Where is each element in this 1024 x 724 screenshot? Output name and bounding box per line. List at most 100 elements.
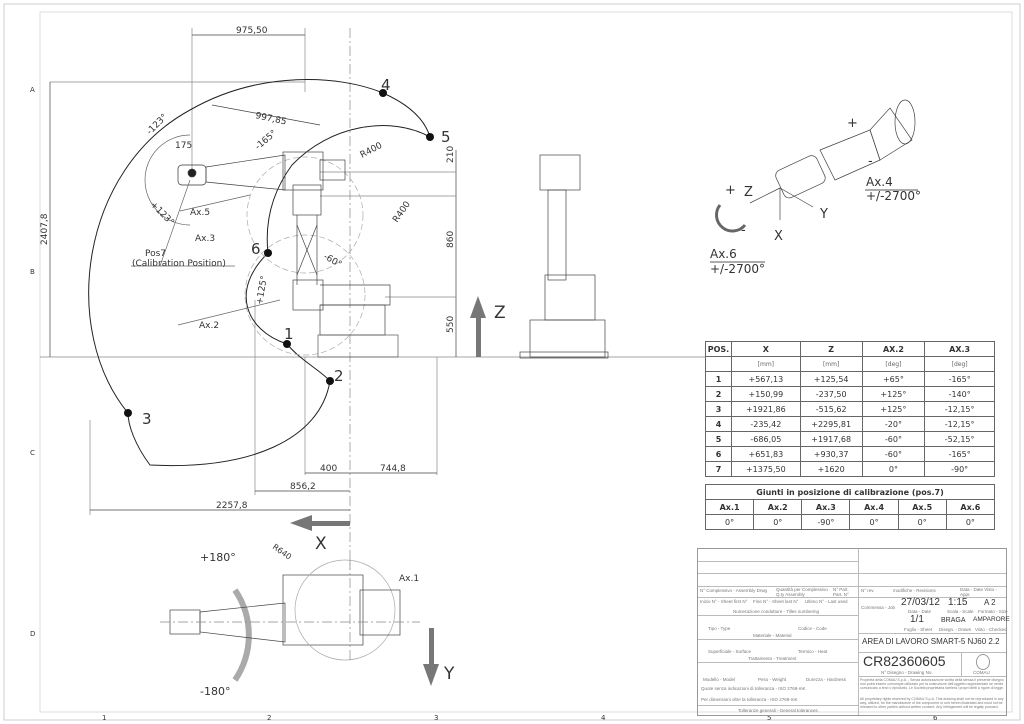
heat-label: Termico - Heat [798, 649, 828, 654]
point-label-2: 2 [334, 367, 344, 385]
table-row: 6+651,83+930,37-60°-165° [705, 446, 995, 462]
outer-frame [3, 3, 1021, 721]
calibration-table: Giunti in posizione di calibrazione (pos… [704, 484, 996, 530]
ax1-label: Ax.1 [399, 574, 419, 584]
table-cell: +1917,68 [799, 431, 863, 447]
wrist-z-label: Z [744, 185, 753, 200]
calibration-axis-value: 0° [849, 514, 899, 530]
dim-997 [211, 104, 321, 126]
position-number: 7 [705, 461, 732, 477]
table-cell: -90° [924, 461, 995, 477]
position-number: 5 [705, 431, 732, 447]
unit-cell: [deg] [924, 356, 995, 372]
wrist-x-label: X [774, 229, 783, 244]
comau-logo [976, 654, 990, 670]
last-used-label: Ultimo N° - Last used [805, 599, 848, 604]
dim-400-label: 400 [320, 464, 337, 474]
format-value: A 2 [984, 598, 996, 607]
table-cell: -165° [924, 446, 995, 462]
point-2 [326, 377, 334, 385]
point-5 [426, 133, 434, 141]
table-row: 3+1921,86-515,62+125°-12,15° [705, 401, 995, 417]
table-cell: +567,13 [730, 371, 801, 387]
dim-2257-label: 2257,8 [216, 501, 248, 511]
point-label-6: 6 [251, 240, 261, 258]
legal-notice-en: All proprietary rights reserved by COMAU… [860, 697, 1004, 709]
column-header: X [730, 341, 801, 357]
column-label: 4 [601, 714, 606, 722]
radius-label: R400 [391, 200, 413, 225]
column-label: 3 [434, 714, 438, 722]
position-number: 2 [705, 386, 732, 402]
calibration-axis-header: Ax.3 [801, 499, 851, 515]
table-cell: +651,83 [730, 446, 801, 462]
wrist-y-label: Y [819, 207, 828, 222]
dim-175-label: 175 [175, 141, 192, 151]
table-cell: +930,37 [799, 446, 863, 462]
job-label: Commessa - Job [861, 605, 896, 610]
table-cell: +2295,81 [799, 416, 863, 432]
dim-210-label: 210 [446, 146, 456, 163]
calibration-axis-value: -90° [801, 514, 851, 530]
sheet-first-label: Inizio N° - Sheet first N° [700, 599, 748, 604]
type-label: Tipo - Type [708, 626, 731, 631]
drawing-title: AREA DI LAVORO SMART-5 NJ60 2.2 [862, 637, 1000, 646]
scale-label: Scala - Scale [947, 609, 974, 614]
angle-label: -123° [145, 112, 170, 137]
sheet-label: Foglio - Sheet [904, 627, 933, 632]
angle-label: -60° [322, 252, 344, 270]
tolerance-note: Per dimensioni oltre la tolleranza - ISO… [701, 697, 798, 702]
column-header: POS. [705, 341, 732, 357]
table-cell: 0° [861, 461, 926, 477]
point-3 [124, 409, 132, 417]
hardness-label: Durezza - Hardness [806, 677, 847, 682]
top-view [160, 559, 420, 682]
ax5-label: Ax.5 [190, 208, 210, 218]
ax6-plus: + [725, 183, 736, 198]
position-number: 3 [705, 401, 732, 417]
calibration-title: Giunti in posizione di calibrazione (pos… [705, 484, 995, 500]
table-cell: +65° [861, 371, 926, 387]
radius-label: R400 [359, 141, 385, 161]
rev-no-label: N° rev. [861, 588, 875, 593]
date-label: Data - Date [908, 609, 932, 614]
calibration-axis-header: Ax.2 [753, 499, 803, 515]
format-label: Formato - Size [978, 609, 1008, 614]
checker-label: Visto - Checked [975, 627, 1007, 632]
revisions-label: modifiche - Revisions [893, 588, 936, 593]
row-label: B [30, 268, 35, 276]
logo-text: COMAU [973, 670, 990, 675]
position-number: 1 [705, 371, 732, 387]
r640-label: R640 [271, 542, 293, 561]
table-row: 4-235,42+2295,81-20°-12,15° [705, 416, 995, 432]
calibration-axis-value: 0° [704, 514, 755, 530]
table-cell: -60° [861, 446, 926, 462]
table-row: 5-686,05+1917,68-60°-52,15° [705, 431, 995, 447]
profile-view [519, 154, 609, 359]
point-label-5: 5 [441, 128, 451, 146]
position-number: 4 [705, 416, 732, 432]
table-cell: +125,54 [799, 371, 863, 387]
ax4-range: +/-2700° [866, 189, 921, 203]
table-cell: -12,15° [924, 416, 995, 432]
wrist-view [710, 99, 918, 263]
table-cell: +125° [861, 401, 926, 417]
table-cell: +125° [861, 386, 926, 402]
drawing-number-label: N° Disegno - Drawing No. [881, 670, 933, 675]
column-label: 6 [933, 714, 938, 722]
dim-975-label: 975,50 [236, 26, 268, 36]
position-number: 6 [705, 446, 732, 462]
assembly-label: N° Complessivo - Assembly Drwg [700, 588, 768, 593]
sheet-value: 1/1 [910, 614, 924, 625]
z-axis-label: Z [494, 303, 506, 323]
calibration-axis-value: 0° [753, 514, 803, 530]
table-cell: -235,42 [730, 416, 801, 432]
column-header: Z [799, 341, 863, 357]
positions-table: POS. X Z AX.2 AX.3 [mm] [mm] [deg] [deg]… [705, 341, 995, 477]
unit-cell: [deg] [861, 356, 926, 372]
ax3-label: Ax.3 [195, 234, 215, 244]
dim-2407-label: 2407,8 [40, 213, 50, 245]
scale-value: 1:15 [948, 597, 968, 608]
y-axis-label: Y [443, 664, 455, 684]
